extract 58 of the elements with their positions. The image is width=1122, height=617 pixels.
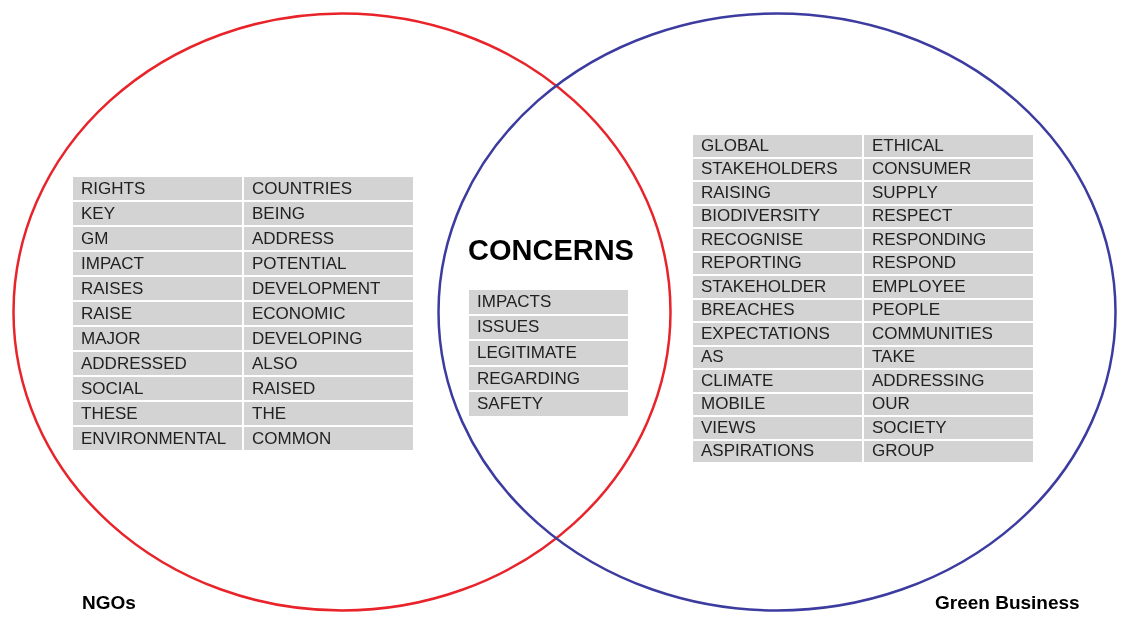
keyword: VIEWS	[693, 417, 864, 441]
heading: CONCERNS	[468, 234, 634, 267]
keyword: RECOGNISE	[693, 229, 864, 253]
keyword: DEVELOPMENT	[244, 277, 415, 302]
keyword: GLOBAL	[693, 135, 864, 159]
keyword: PEOPLE	[864, 299, 1035, 323]
keyword: MOBILE	[693, 393, 864, 417]
set-label: Green Business	[935, 592, 1080, 614]
keyword: REPORTING	[693, 252, 864, 276]
keyword: ASPIRATIONS	[693, 440, 864, 464]
keyword: CLIMATE	[693, 370, 864, 394]
keyword: OUR	[864, 393, 1035, 417]
keyword: IMPACTS	[469, 290, 630, 316]
keyword: STAKEHOLDER	[693, 276, 864, 300]
keyword: KEY	[73, 202, 244, 227]
keyword: SOCIETY	[864, 417, 1035, 441]
keyword: BREACHES	[693, 299, 864, 323]
keyword: CONSUMER	[864, 158, 1035, 182]
keyword: THESE	[73, 402, 244, 427]
keyword: BIODIVERSITY	[693, 205, 864, 229]
keyword: COUNTRIES	[244, 177, 415, 202]
keyword: COMMUNITIES	[864, 323, 1035, 347]
keyword: ADDRESSING	[864, 370, 1035, 394]
keyword: RAISING	[693, 182, 864, 206]
keyword: RESPECT	[864, 205, 1035, 229]
keyword: BEING	[244, 202, 415, 227]
keyword: MAJOR	[73, 327, 244, 352]
keyword: STAKEHOLDERS	[693, 158, 864, 182]
keyword: ISSUES	[469, 315, 630, 342]
keyword: REGARDING	[469, 366, 630, 393]
keyword: DEVELOPING	[244, 327, 415, 352]
keyword: RESPOND	[864, 252, 1035, 276]
keyword: SAFETY	[469, 392, 630, 418]
keyword: LEGITIMATE	[469, 341, 630, 367]
keyword: TAKE	[864, 346, 1035, 370]
keyword: ADDRESS	[244, 227, 415, 252]
keyword: IMPACT	[73, 252, 244, 277]
keyword: RIGHTS	[73, 177, 244, 202]
keyword: ENVIRONMENTAL	[73, 427, 244, 452]
keyword: THE	[244, 402, 415, 427]
keyword: RAISED	[244, 377, 415, 402]
keyword: ETHICAL	[864, 135, 1035, 159]
keyword: RAISE	[73, 302, 244, 327]
keyword: ECONOMIC	[244, 302, 415, 327]
keyword: POTENTIAL	[244, 252, 415, 277]
keyword: GM	[73, 227, 244, 252]
keyword: SUPPLY	[864, 182, 1035, 206]
keyword: COMMON	[244, 427, 415, 452]
keyword: RESPONDING	[864, 229, 1035, 253]
keyword: EMPLOYEE	[864, 276, 1035, 300]
keyword: AS	[693, 346, 864, 370]
keyword: SOCIAL	[73, 377, 244, 402]
set-label: NGOs	[82, 592, 136, 614]
keyword: GROUP	[864, 440, 1035, 464]
keyword: ADDRESSED	[73, 352, 244, 377]
keyword: ALSO	[244, 352, 415, 377]
keyword: EXPECTATIONS	[693, 323, 864, 347]
keyword: RAISES	[73, 277, 244, 302]
